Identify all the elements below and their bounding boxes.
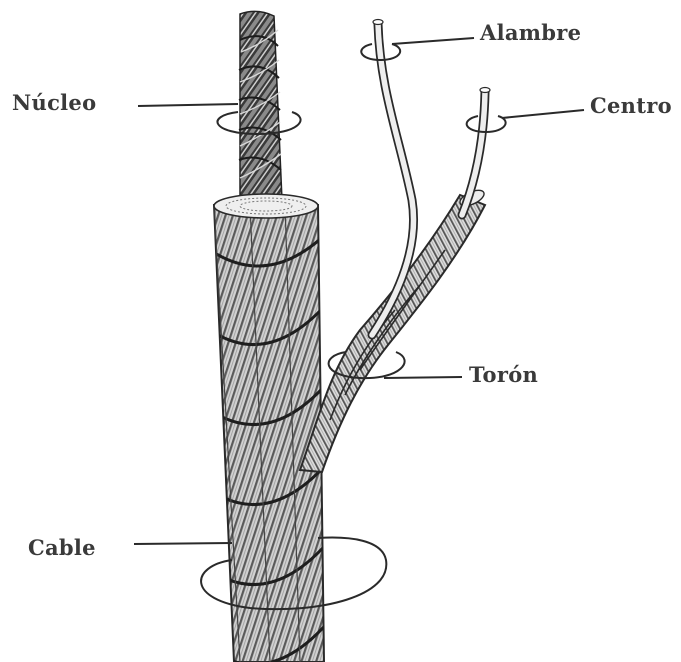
rope-body [210,194,330,662]
label-centro: Centro [590,93,672,118]
strand-toron [300,187,486,472]
label-nucleo: Núcleo [12,90,96,115]
label-toron: Torón [469,362,538,387]
leader-lines [134,38,584,609]
label-alambre: Alambre [480,20,581,45]
core-strand [239,11,282,200]
label-cable: Cable [28,535,96,560]
